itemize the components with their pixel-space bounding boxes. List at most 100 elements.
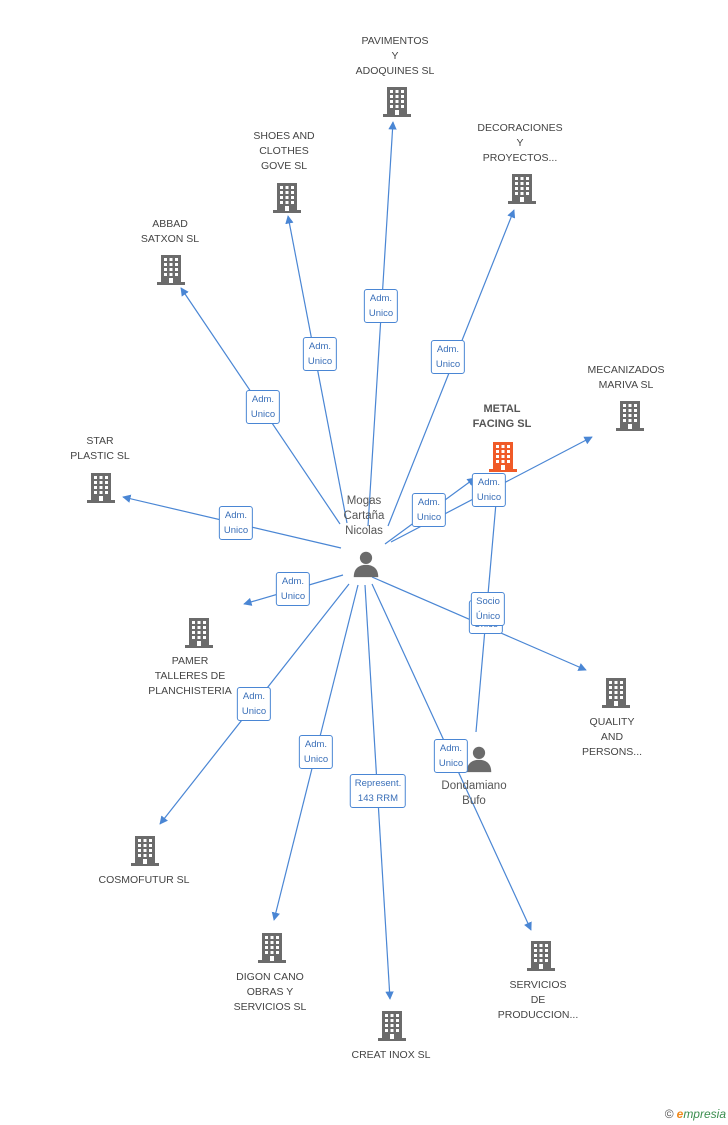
servicios-label-line: DE — [530, 994, 546, 1006]
shoes-building-icon[interactable] — [273, 183, 301, 213]
digon-building-icon[interactable] — [258, 933, 286, 963]
pamer-building-icon[interactable] — [185, 618, 213, 648]
edge-label-pamer-line: Unico — [280, 591, 306, 602]
mogas-label-line: Cartaña — [343, 510, 385, 522]
edge-label-star[interactable]: Adm. Unico — [218, 506, 254, 540]
edge-label-creat-line: Represent. — [354, 778, 402, 789]
mecanizados-label-line: MARIVA SL — [598, 379, 654, 391]
edge-label-pamer[interactable]: Adm. Unico — [275, 572, 311, 606]
servicios-building-icon[interactable] — [527, 941, 555, 971]
pavimentos-building-icon[interactable] — [383, 87, 411, 117]
abbad-label-line: ABBAD — [152, 218, 188, 230]
mecanizados-building-icon[interactable] — [616, 401, 644, 431]
dondamiano-label-line: Bufo — [462, 795, 486, 807]
quality-label-line: AND — [600, 731, 624, 743]
pamer-label-line: PAMER — [171, 655, 209, 667]
star-label-line: PLASTIC SL — [70, 450, 130, 462]
quality-label-line: QUALITY — [589, 716, 635, 728]
edge-label-metal-line: Socio — [476, 596, 500, 607]
edge-label-shoes-line: Unico — [307, 356, 333, 367]
edge-label-metal-line: Único — [475, 611, 501, 622]
edge-label-cosmofutur-line: Unico — [241, 706, 267, 717]
edge-label-metal-line: Adm. — [417, 497, 441, 508]
brand-e: e — [676, 1107, 684, 1121]
servicios-label[interactable]: SERVICIOS DE PRODUCCION... — [498, 978, 579, 1023]
edge-label-pamer-line: Adm. — [281, 576, 305, 587]
edge-label-mecanizados[interactable]: Adm. Unico — [471, 473, 507, 507]
decoraciones-label-line: PROYECTOS... — [482, 152, 558, 164]
shoes-label-line: SHOES AND — [253, 130, 315, 142]
edge-label-abbad-line: Unico — [250, 409, 276, 420]
pamer-label-line: PLANCHISTERIA — [148, 685, 232, 697]
metal-label[interactable]: METAL FACING SL — [473, 402, 532, 432]
edge-label-metal-line: Unico — [416, 512, 442, 523]
abbad-label[interactable]: ABBAD SATXON SL — [141, 217, 199, 247]
creat-label-line: CREAT INOX SL — [351, 1049, 431, 1061]
pavimentos-label-line: ADOQUINES SL — [355, 65, 435, 77]
edge-label-mecanizados-line: Unico — [476, 492, 502, 503]
edge-label-star-line: Adm. — [224, 510, 248, 521]
digon-label-line: SERVICIOS SL — [233, 1001, 307, 1013]
edge-label-creat[interactable]: Represent. 143 RRM — [349, 774, 407, 808]
edge-label-decoraciones[interactable]: Adm.Unico — [430, 340, 466, 374]
mogas-person-icon[interactable] — [353, 551, 379, 578]
edge-label-star-line: Unico — [223, 525, 249, 536]
edge-label-decoraciones-line: Adm. — [436, 344, 460, 355]
edge-label-pavimentos-line: Unico — [368, 308, 394, 319]
dondamiano-person-icon[interactable] — [466, 746, 492, 773]
edge-label-cosmofutur-line: Adm. — [242, 691, 266, 702]
pamer-label[interactable]: PAMER TALLERES DE PLANCHISTERIA — [148, 654, 231, 699]
edge-label-shoes-line: Adm. — [308, 341, 332, 352]
edge-mogas-to-pavimentos — [367, 121, 397, 527]
quality-label[interactable]: QUALITY AND PERSONS... — [582, 715, 642, 760]
edge-label-servicios[interactable]: Adm.Unico — [433, 739, 469, 773]
digon-label-line: OBRAS Y — [246, 986, 294, 998]
creat-building-icon[interactable] — [378, 1011, 406, 1041]
brand-footer: ©empresia — [665, 1107, 726, 1121]
edge-label-mecanizados-line: Adm. — [477, 477, 501, 488]
edge-label-shoes[interactable]: Adm. Unico — [302, 337, 338, 371]
edge-label-pavimentos-line: Adm. — [369, 293, 393, 304]
metal-label-line: METAL — [483, 403, 521, 415]
abbad-label-line: SATXON SL — [140, 233, 200, 245]
star-building-icon[interactable] — [87, 473, 115, 503]
metal-building-icon[interactable] — [489, 442, 517, 472]
edge-label-digon-line: Adm. — [304, 739, 328, 750]
cosmofutur-label[interactable]: COSMOFUTUR SL — [98, 873, 189, 888]
edge-label-pavimentos[interactable]: Adm. Unico — [363, 289, 399, 323]
dondamiano-label-line: Dondamiano — [441, 780, 507, 792]
creat-label[interactable]: CREAT INOX SL — [352, 1048, 431, 1063]
edge-label-digon-line: Unico — [303, 754, 329, 765]
servicios-label-line: PRODUCCION... — [497, 1009, 579, 1021]
decoraciones-label-line: DECORACIONES — [477, 122, 563, 134]
pavimentos-label-line: PAVIMENTOS — [361, 35, 429, 47]
copyright-mark: © — [664, 1107, 674, 1121]
servicios-label-line: SERVICIOS — [509, 979, 567, 991]
edge-label-cosmofutur[interactable]: Adm. Unico — [236, 687, 272, 721]
brand-name: mpresia — [683, 1107, 726, 1121]
mecanizados-label[interactable]: MECANIZADOS MARIVA SL — [587, 363, 664, 393]
edge-label-metal[interactable]: Adm. Unico — [411, 493, 447, 527]
edge-label-creat-line: 143 RRM — [357, 793, 399, 804]
metal-label-line: FACING SL — [472, 418, 532, 430]
shoes-label-line: CLOTHES — [259, 145, 309, 157]
quality-label-line: PERSONS... — [581, 746, 643, 758]
pamer-label-line: TALLERES DE — [154, 670, 226, 682]
edge-label-abbad[interactable]: Adm.Unico — [245, 390, 281, 424]
cosmofutur-building-icon[interactable] — [131, 836, 159, 866]
abbad-building-icon[interactable] — [157, 255, 185, 285]
decoraciones-building-icon[interactable] — [508, 174, 536, 204]
quality-building-icon[interactable] — [602, 678, 630, 708]
mogas-label-line: Nicolas — [345, 525, 383, 537]
mecanizados-label-line: MECANIZADOS — [587, 364, 665, 376]
edge-label-digon[interactable]: Adm. Unico — [298, 735, 334, 769]
